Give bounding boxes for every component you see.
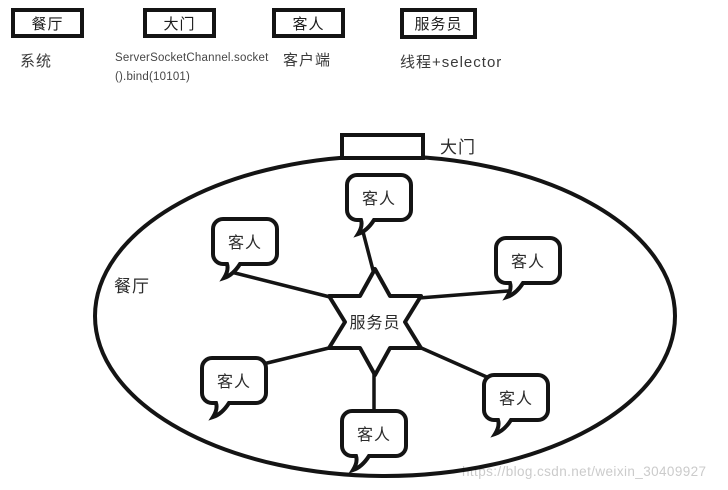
waiter-star <box>327 267 423 377</box>
legend-desc-client: 客户端 <box>283 52 332 69</box>
waiter-label: 服务员 <box>349 314 400 332</box>
connector-line <box>261 345 335 366</box>
legend-box-restaurant: 餐厅 <box>11 8 84 38</box>
legend-term-guest: 客人 <box>292 15 325 33</box>
door-rect <box>340 133 425 160</box>
legend-term-waiter: 服务员 <box>414 16 463 33</box>
restaurant-label: 餐厅 <box>114 277 150 296</box>
guest-bubble: 客人 <box>482 373 550 438</box>
guest-label: 客人 <box>357 426 391 444</box>
connector-line <box>360 226 376 276</box>
legend-box-door: 大门 <box>143 8 216 38</box>
guest-label: 客人 <box>362 190 396 208</box>
legend-box-guest: 客人 <box>272 8 345 38</box>
legend-desc-thread-selector: 线程+selector <box>400 54 503 71</box>
legend-desc-serversocket-line2: ().bind(10101) <box>115 71 191 83</box>
connector-line <box>225 269 336 300</box>
guest-bubble: 客人 <box>494 236 562 301</box>
guest-bubble: 客人 <box>340 409 408 474</box>
guest-label: 客人 <box>217 373 251 391</box>
legend-box-waiter: 服务员 <box>400 8 477 39</box>
guest-label: 客人 <box>511 253 545 271</box>
guest-bubble: 客人 <box>345 173 413 238</box>
legend-term-restaurant: 餐厅 <box>31 15 64 33</box>
guest-label: 客人 <box>499 390 533 408</box>
door-label: 大门 <box>440 138 476 157</box>
guest-label: 客人 <box>228 234 262 252</box>
guest-bubble: 客人 <box>200 356 268 421</box>
legend-desc-serversocket-line1: ServerSocketChannel.socket <box>115 52 269 64</box>
legend-desc-system: 系统 <box>20 53 53 70</box>
guest-bubble: 客人 <box>211 217 279 282</box>
connector-line <box>417 345 491 380</box>
connector-line <box>417 289 510 300</box>
legend-term-door: 大门 <box>163 15 196 33</box>
watermark-text: https://blog.csdn.net/weixin_30409927 <box>462 464 706 479</box>
